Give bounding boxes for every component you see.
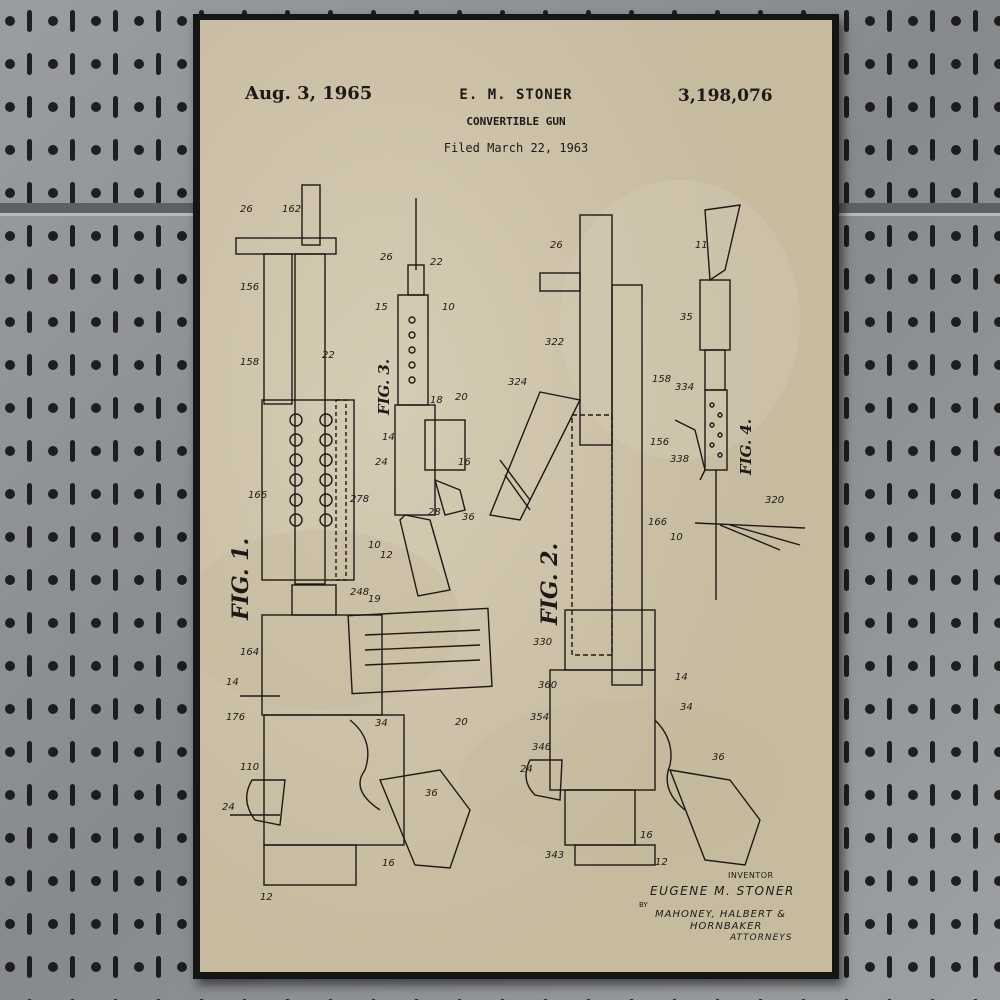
svg-text:22: 22 (430, 257, 443, 268)
svg-text:14: 14 (382, 432, 395, 443)
svg-text:18: 18 (430, 395, 443, 406)
svg-text:22: 22 (322, 350, 335, 361)
svg-text:24: 24 (520, 764, 533, 775)
svg-text:12: 12 (655, 857, 668, 868)
svg-text:34: 34 (680, 702, 693, 713)
svg-text:36: 36 (462, 512, 475, 523)
svg-text:10: 10 (670, 532, 683, 543)
svg-text:12: 12 (380, 550, 393, 561)
svg-text:158: 158 (652, 374, 671, 385)
svg-text:156: 156 (240, 282, 259, 293)
svg-text:14: 14 (675, 672, 688, 683)
svg-text:176: 176 (226, 712, 245, 723)
svg-text:28: 28 (428, 507, 441, 518)
svg-text:158: 158 (240, 357, 259, 368)
fig1-label: FIG. 1. (228, 537, 254, 620)
svg-text:166: 166 (248, 490, 267, 501)
svg-text:36: 36 (425, 788, 438, 799)
svg-text:16: 16 (458, 457, 471, 468)
fig4-drawing (674, 204, 806, 600)
attorneys-line-1: MAHONEY, HALBERT & (655, 909, 786, 920)
patent-number: 3,198,076 (678, 86, 773, 106)
svg-text:343: 343 (545, 850, 564, 861)
svg-text:26: 26 (380, 252, 393, 263)
paper-texture (200, 20, 832, 972)
fig1-drawing (230, 184, 493, 886)
svg-text:164: 164 (240, 647, 259, 658)
svg-text:354: 354 (530, 712, 549, 723)
svg-text:338: 338 (670, 454, 689, 465)
inventor-header: E. M. STONER (459, 87, 573, 103)
inventor-label: INVENTOR (728, 871, 774, 880)
fig3-drawing (394, 198, 466, 597)
svg-text:19: 19 (368, 594, 381, 605)
svg-text:278: 278 (350, 494, 369, 505)
svg-text:10: 10 (442, 302, 455, 313)
fig3-label: FIG. 3. (375, 358, 393, 415)
patent-print: Aug. 3, 1965 E. M. STONER 3,198,076 CONV… (200, 20, 832, 972)
svg-text:15: 15 (375, 302, 388, 313)
fig2-label: FIG. 2. (537, 542, 563, 625)
by-label: BY (639, 901, 648, 909)
svg-text:162: 162 (282, 204, 301, 215)
svg-text:10: 10 (368, 540, 381, 551)
svg-text:248: 248 (350, 587, 369, 598)
inventor-name: EUGENE M. STONER (650, 884, 795, 898)
fig2-drawing (489, 214, 761, 866)
svg-text:20: 20 (455, 717, 468, 728)
svg-text:34: 34 (375, 718, 388, 729)
svg-text:110: 110 (240, 762, 259, 773)
svg-text:16: 16 (640, 830, 653, 841)
svg-text:334: 334 (675, 382, 694, 393)
fig4-label: FIG. 4. (737, 418, 755, 475)
svg-text:12: 12 (260, 892, 273, 903)
svg-text:322: 322 (545, 337, 564, 348)
svg-text:35: 35 (680, 312, 693, 323)
svg-text:166: 166 (648, 517, 667, 528)
patent-date: Aug. 3, 1965 (245, 83, 373, 104)
svg-text:24: 24 (222, 802, 235, 813)
svg-text:16: 16 (382, 858, 395, 869)
svg-text:156: 156 (650, 437, 669, 448)
svg-text:14: 14 (226, 677, 239, 688)
svg-text:36: 36 (712, 752, 725, 763)
filed-date: Filed March 22, 1963 (443, 141, 589, 155)
svg-text:330: 330 (533, 637, 552, 648)
svg-text:346: 346 (532, 742, 551, 753)
svg-text:11: 11 (695, 240, 708, 251)
svg-text:320: 320 (765, 495, 784, 506)
attorneys-line-3: ATTORNEYS (730, 933, 793, 943)
svg-text:20: 20 (455, 392, 468, 403)
svg-text:24: 24 (375, 457, 388, 468)
svg-text:26: 26 (550, 240, 563, 251)
svg-text:26: 26 (240, 204, 253, 215)
patent-title: CONVERTIBLE GUN (466, 115, 566, 128)
svg-text:360: 360 (538, 680, 557, 691)
svg-text:324: 324 (508, 377, 527, 388)
attorneys-line-2: HORNBAKER (690, 921, 763, 932)
